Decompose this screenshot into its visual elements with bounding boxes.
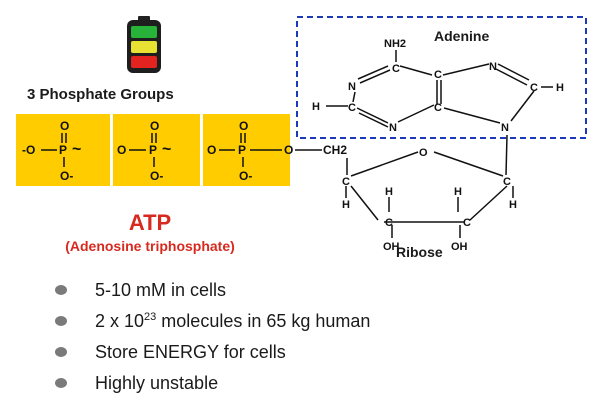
adenine-h-left: H <box>312 101 320 113</box>
fact-item: 5-10 mM in cells <box>55 276 370 307</box>
adenine-c5: C <box>434 69 442 81</box>
bullet-icon <box>55 316 67 326</box>
bullet-icon <box>55 347 67 357</box>
adenine-nh2: NH2 <box>384 38 406 50</box>
phosphate-2-top-o: O <box>150 119 159 133</box>
ch2-label: CH2 <box>323 143 347 157</box>
ribose-h-3: H <box>454 186 462 198</box>
phosphate-2-bottom-o: O- <box>150 169 163 183</box>
ribose-c2: C <box>463 217 471 229</box>
fact-item: 2 x 1023 molecules in 65 kg human <box>55 307 370 338</box>
adenine-box <box>296 16 587 139</box>
phosphate-1-bottom-o: O- <box>60 169 73 183</box>
adenine-c8: C <box>530 82 538 94</box>
phosphate-3-top-o: O <box>239 119 248 133</box>
adenine-label: Adenine <box>434 28 490 44</box>
phosphate-3-p: P <box>238 143 246 157</box>
ribose-h-1: H <box>342 199 350 211</box>
bullet-icon <box>55 285 67 295</box>
phosphate-2-left-o: O <box>117 143 126 157</box>
atp-subtitle: (Adenosine triphosphate) <box>65 238 235 254</box>
ribose-c4: C <box>342 176 350 188</box>
ribose-h-4: H <box>509 199 517 211</box>
ribose-label: Ribose <box>396 244 443 260</box>
fact-item: Highly unstable <box>55 369 370 400</box>
phosphate-3-left-o: O <box>207 143 216 157</box>
ribose-ring-o: O <box>419 147 428 159</box>
phosphate-1-left-o: -O <box>22 143 35 157</box>
ribose-c3: C <box>385 217 393 229</box>
ribose-oh-2: OH <box>451 241 468 253</box>
phosphate-1-top-o: O <box>60 119 69 133</box>
phosphate-3-bottom-o: O- <box>239 169 252 183</box>
linker-o: O <box>284 143 293 157</box>
battery-cell-yellow <box>131 41 157 53</box>
phosphate-2-p: P <box>149 143 157 157</box>
battery-icon <box>127 16 161 73</box>
adenine-n1: N <box>348 81 356 93</box>
phosphate-1-p: P <box>59 143 67 157</box>
adenine-h-right: H <box>556 82 564 94</box>
atp-structure-diagram: -O P O O- ~ O P O O- ~ O P O O- O CH2 <box>16 16 587 253</box>
battery-cell-red <box>131 56 157 68</box>
adenine-n7: N <box>489 61 497 73</box>
adenine-c6: C <box>392 63 400 75</box>
adenine-c2: C <box>348 102 356 114</box>
adenine-n9: N <box>501 122 509 134</box>
fact-item: Store ENERGY for cells <box>55 338 370 369</box>
phosphate-2-bond: ~ <box>162 141 171 158</box>
phosphate-heading: 3 Phosphate Groups <box>27 86 174 103</box>
ribose-h-2: H <box>385 186 393 198</box>
phosphate-box-1 <box>16 114 110 186</box>
adenine-n3: N <box>389 122 397 134</box>
phosphate-box-2 <box>113 114 200 186</box>
bullet-icon <box>55 378 67 388</box>
ribose-c1: C <box>503 176 511 188</box>
ribose-oh-1: OH <box>383 241 400 253</box>
adenine-c4: C <box>434 102 442 114</box>
fact-list: 5-10 mM in cells 2 x 1023 molecules in 6… <box>55 276 370 400</box>
battery-cell-green <box>131 26 157 38</box>
atp-title: ATP <box>128 210 172 235</box>
phosphate-1-bond: ~ <box>72 141 81 158</box>
